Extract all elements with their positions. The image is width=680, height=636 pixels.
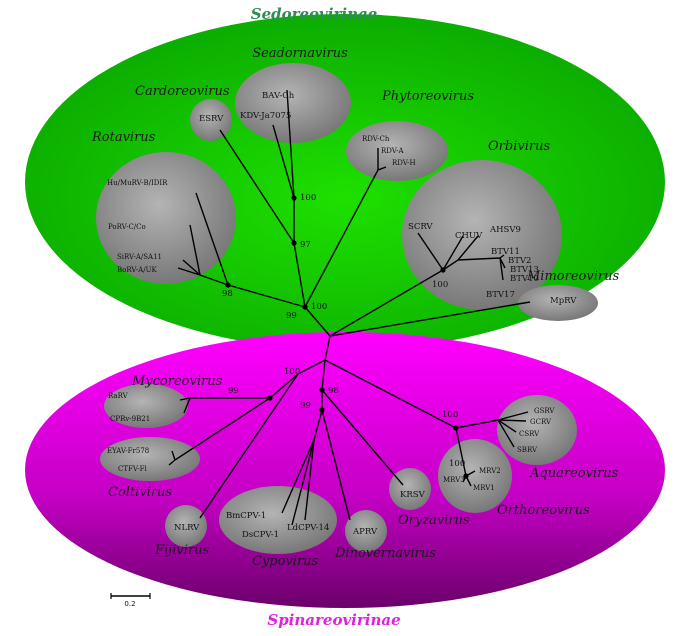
- phytoreovirus-bubble: [346, 121, 448, 181]
- sedoreovirinae-label: Sedoreovirinae: [251, 5, 378, 23]
- genus-cypovirus: Cypovirus: [252, 554, 319, 569]
- taxon-label: EYAV-Fr578: [107, 447, 149, 455]
- taxon-label: PoRV-C/Co: [108, 223, 146, 231]
- genus-fijivirus: Fijivirus: [154, 543, 209, 558]
- taxon-label: DsCPV-1: [242, 530, 279, 540]
- bootstrap-value: 100: [432, 280, 448, 290]
- seadornavirus-bubble: [235, 63, 351, 143]
- taxon-label: NLRV: [174, 523, 200, 533]
- taxon-label: MpRV: [550, 296, 577, 306]
- bootstrap-value: 98: [328, 386, 339, 396]
- cardoreovirus-bubble: [190, 99, 232, 141]
- taxon-label: SiRV-A/SA11: [117, 253, 162, 261]
- bootstrap-value: 100: [442, 410, 458, 420]
- bootstrap-value: 100: [449, 459, 465, 469]
- genus-orthoreovirus: Orthoreovirus: [497, 503, 590, 518]
- taxon-label: GCRV: [530, 418, 552, 426]
- coltivirus-bubble: [100, 437, 200, 481]
- bootstrap-value: 98: [222, 289, 233, 299]
- taxon-label: CSRV: [519, 430, 540, 438]
- taxon-label: GSRV: [534, 407, 555, 415]
- taxon-label: LdCPV-14: [287, 523, 329, 533]
- genus-dinovernavirus: Dinovernavirus: [334, 546, 436, 561]
- bootstrap-value: 100: [284, 367, 300, 377]
- scale-bar: 0.2: [110, 593, 151, 608]
- taxon-label: BTV2: [508, 256, 531, 266]
- genus-seadornavirus: Seadornavirus: [252, 46, 348, 61]
- taxon-label: SCRV: [408, 222, 433, 232]
- dinovernavirus-bubble: [345, 510, 387, 552]
- taxon-label: CTFV-Fl: [118, 465, 148, 473]
- genus-coltivirus: Coltivirus: [108, 485, 172, 500]
- taxon-label: RaRV: [108, 392, 129, 400]
- taxon-label: SBRV: [517, 446, 538, 454]
- taxon-label: KDV-Ja7075: [240, 111, 291, 121]
- taxon-label: ESRV: [199, 114, 224, 124]
- mycoreovirus-bubble: [104, 384, 188, 428]
- tree-nodes: [225, 195, 469, 479]
- orbivirus-bubble: [402, 160, 562, 310]
- genus-mycoreovirus: Mycoreovirus: [131, 374, 223, 389]
- taxon-label: AHSV9: [489, 225, 521, 235]
- taxon-label: BTV17: [486, 290, 515, 300]
- bootstrap-value: 97: [300, 240, 311, 250]
- genus-rotavirus: Rotavirus: [91, 130, 156, 145]
- bootstrap-value: 100: [311, 302, 327, 312]
- genus-phytoreovirus: Phytoreovirus: [381, 89, 474, 104]
- tree-branches: [168, 89, 531, 526]
- taxon-label: RDV-Ch: [362, 135, 390, 143]
- taxon-label: KRSV: [400, 490, 426, 500]
- bootstrap-value: 99: [286, 311, 297, 321]
- taxon-label: RDV-H: [392, 159, 416, 167]
- taxon-label: RDV-A: [381, 147, 405, 155]
- taxon-label: MRV3: [443, 476, 465, 484]
- genus-mimoreovirus: Mimoreovirus: [526, 269, 619, 284]
- genus-aquareovirus: Aquareovirus: [529, 466, 619, 481]
- taxon-label: BTV10: [510, 274, 539, 284]
- taxon-label: MRV1: [473, 484, 495, 492]
- taxon-label: BmCPV-1: [226, 511, 266, 521]
- taxon-label: BTV11: [491, 247, 520, 257]
- rotavirus-bubble: [96, 152, 236, 284]
- genus-cardoreovirus: Cardoreovirus: [135, 84, 230, 99]
- scale-bar-label: 0.2: [124, 600, 135, 608]
- taxon-label: BTV13: [510, 265, 539, 275]
- taxon-label: BAV-Ch: [262, 91, 295, 101]
- genus-oryzavirus: Oryzavirus: [398, 513, 470, 528]
- taxon-label: CPRv-9B21: [110, 415, 150, 423]
- mimoreovirus-bubble: [518, 285, 598, 321]
- aquareovirus-bubble: [497, 395, 577, 465]
- fijivirus-bubble: [165, 505, 207, 547]
- taxon-label: Hu/MuRV-B/IDIR: [107, 179, 168, 187]
- taxon-label: CHUV: [455, 231, 483, 241]
- taxon-label: BoRV-A/UK: [117, 266, 157, 274]
- bootstrap-value: 99: [300, 401, 311, 411]
- bootstrap-value: 99: [228, 386, 239, 396]
- spinareovirinae-label: Spinareovirinae: [267, 611, 400, 629]
- orthoreovirus-bubble: [438, 439, 512, 513]
- oryzavirus-bubble: [389, 468, 431, 510]
- bootstrap-value: 100: [300, 193, 316, 203]
- taxon-label: MRV2: [479, 467, 501, 475]
- taxon-label: APRV: [352, 527, 378, 537]
- genus-orbivirus: Orbivirus: [488, 139, 550, 154]
